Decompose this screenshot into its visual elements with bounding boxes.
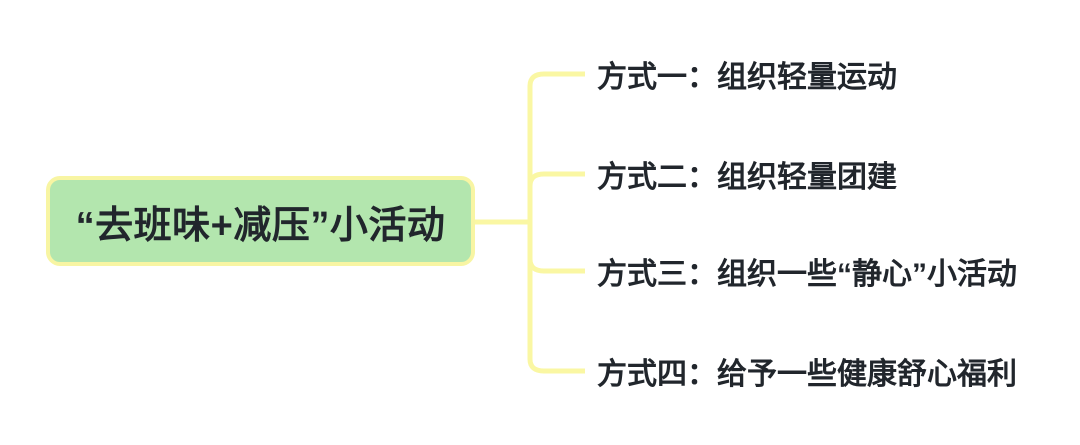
- branch-topic-label: 方式四：给予一些健康舒心福利: [597, 358, 1017, 391]
- root-topic-node[interactable]: “去班味+减压”小活动: [46, 176, 475, 266]
- branch-topic-label: 方式三：组织一些“静心”小活动: [597, 258, 1017, 291]
- branch-topic-label: 方式二：组织轻量团建: [597, 161, 897, 194]
- connector-branch-2: [527, 171, 585, 187]
- branch-topic-node-1[interactable]: 方式一：组织轻量运动: [597, 53, 897, 95]
- root-topic-label: “去班味+减压”小活动: [75, 204, 446, 247]
- connector-branch-1: [527, 71, 585, 87]
- branch-topic-node-4[interactable]: 方式四：给予一些健康舒心福利: [597, 350, 1017, 392]
- branch-topic-label: 方式一：组织轻量运动: [597, 61, 897, 94]
- connector-branch-3: [527, 258, 585, 274]
- branch-topic-node-2[interactable]: 方式二：组织轻量团建: [597, 153, 897, 195]
- branch-topic-node-3[interactable]: 方式三：组织一些“静心”小活动: [597, 250, 1017, 292]
- connector-branch-4: [527, 358, 585, 374]
